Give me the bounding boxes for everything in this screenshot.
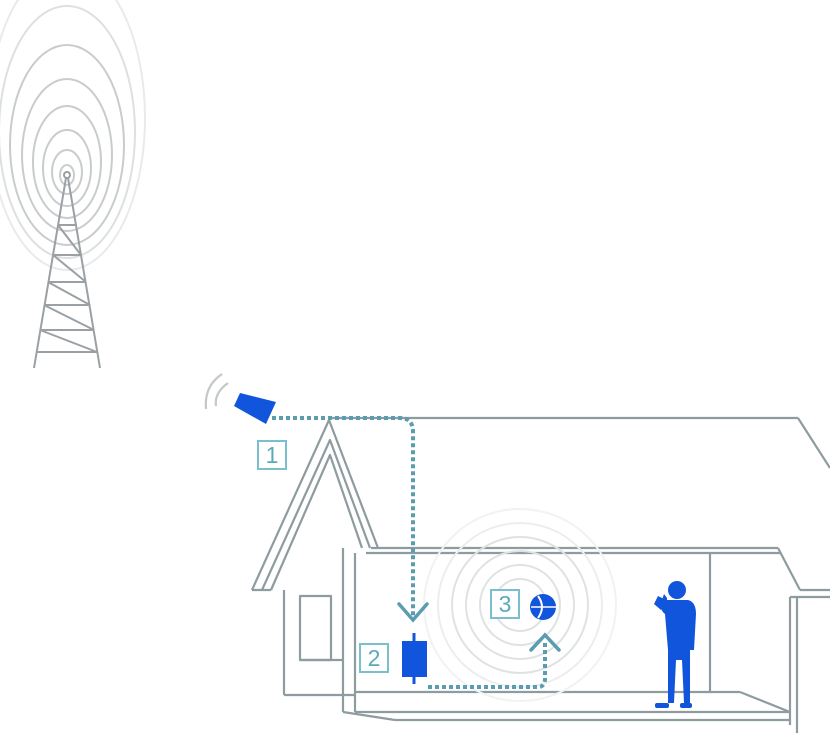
inside-antenna [530, 594, 556, 620]
signal-path [272, 416, 547, 689]
arrow-up-icon [529, 632, 561, 652]
directional-antenna-icon [234, 393, 276, 424]
cell-tower [0, 0, 146, 369]
arrow-down-icon [397, 602, 429, 623]
tower-signal-rings [0, 0, 146, 271]
step-3-label: 3 [490, 589, 520, 619]
signal-path-antenna-to-booster [272, 416, 415, 620]
signal-booster [402, 633, 427, 684]
cell-tower-icon [33, 171, 101, 369]
step-2-label: 2 [359, 643, 389, 673]
person-on-phone-icon [654, 581, 696, 708]
signal-path-booster-to-inside-antenna [428, 642, 547, 689]
antenna-signal-waves [204, 373, 229, 410]
indoor-signal-rings [423, 508, 617, 702]
signal-booster-icon [402, 641, 427, 677]
outside-antenna [204, 373, 276, 424]
step-1-label: 1 [257, 440, 287, 470]
arrow-heads [397, 602, 561, 652]
